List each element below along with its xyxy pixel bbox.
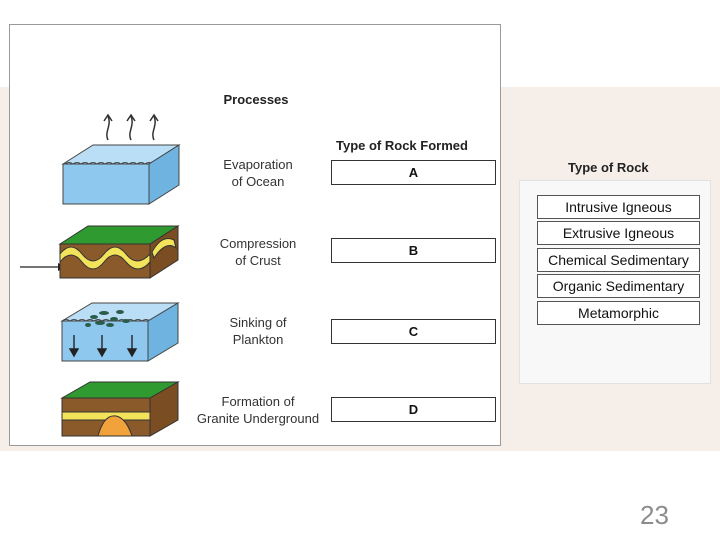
granite-intrusion: [97, 415, 133, 437]
answer-box-a[interactable]: A: [331, 160, 496, 185]
answer-box-b[interactable]: B: [331, 238, 496, 263]
down-arrows: [68, 335, 138, 358]
processes-title: Processes: [223, 92, 289, 107]
crust-compression-illustration: [20, 225, 180, 279]
rock-option-metamorphic[interactable]: Metamorphic: [537, 301, 700, 325]
rock-formed-title: Type of Rock Formed: [336, 138, 468, 153]
answer-box-d[interactable]: D: [331, 397, 496, 422]
rock-option-chemical-sedimentary[interactable]: Chemical Sedimentary: [537, 248, 700, 272]
answer-box-c[interactable]: C: [331, 319, 496, 344]
ocean-evaporation-illustration: [61, 113, 181, 205]
up-arrows: [103, 113, 159, 141]
granite-formation-illustration: [60, 381, 180, 437]
page-number: 23: [640, 500, 669, 530]
plankton-sinking-illustration: [60, 302, 180, 362]
rock-option-organic-sedimentary[interactable]: Organic Sedimentary: [537, 274, 700, 298]
rock-type-title: Type of Rock: [568, 160, 649, 175]
rock-option-intrusive-igneous[interactable]: Intrusive Igneous: [537, 195, 700, 219]
rock-option-extrusive-igneous[interactable]: Extrusive Igneous: [537, 221, 700, 245]
plankton-specks: [85, 310, 130, 327]
